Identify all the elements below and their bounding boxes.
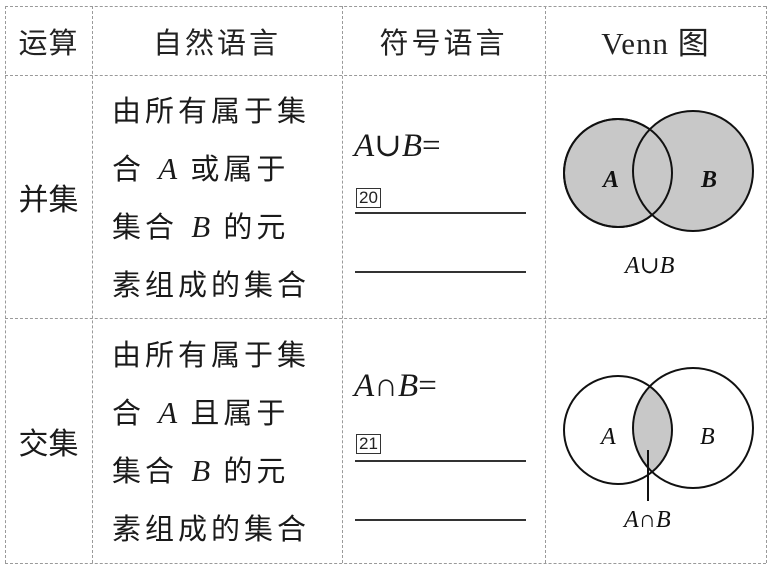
natural-language-intersection: 由所有属于集 合 A 且属于 集合 B 的元 素组成的集合 [92,326,342,563]
blank-number-badge: 20 [356,188,381,208]
table-border-bottom [5,563,766,564]
answer-blank-line[interactable] [355,519,526,521]
symbolic-union: A∪B= 20 [342,75,545,318]
answer-blank-line[interactable] [355,460,526,462]
intersection-expression: A∩B= [354,368,437,404]
natural-language-union: 由所有属于集 合 A 或属于 集合 B 的元 素组成的集合 [92,82,342,318]
answer-blank-line[interactable] [355,271,526,273]
venn-label-b: B [700,424,715,450]
operation-intersection: 交集 [18,426,79,462]
symbolic-intersection: A∩B= 21 [342,318,545,563]
header-natural-language: 自然语言 [152,25,281,60]
natural-line: 集合 B 的元 [112,453,290,488]
table-border-right [766,6,767,563]
venn-caption: A∪B [623,253,675,279]
column-divider-2 [342,6,343,563]
venn-union-diagram: A B A∪B [563,110,754,279]
header-symbolic-language: 符号语言 [379,25,508,60]
set-operations-table: 运算 自然语言 符号语言 Venn 图 并集 由所有属于集 合 A 或属于 集合… [5,6,767,564]
venn-union: A B A∪B [545,75,766,318]
header-venn-diagram: Venn 图 [601,26,710,61]
blank-number-badge: 21 [356,434,381,454]
header-operation: 运算 [18,25,79,60]
natural-line: 合 A 且属于 [112,395,290,430]
venn-label-b: B [700,167,717,193]
venn-intersection-diagram: A B A∩B [563,367,754,533]
table-border-top [5,6,766,7]
venn-intersection: A B A∩B [545,318,766,563]
column-divider-3 [545,6,546,563]
row-divider [5,318,766,319]
union-expression: A∪B= [354,128,441,164]
natural-line: 合 A 或属于 [112,151,290,186]
header-divider [5,75,766,76]
natural-line: 素组成的集合 [112,512,311,546]
natural-line: 集合 B 的元 [112,209,290,244]
natural-line: 素组成的集合 [112,268,311,302]
operation-union: 并集 [18,182,79,218]
venn-label-a: A [599,424,616,450]
venn-caption: A∩B [622,507,671,533]
table-border-left [5,6,6,563]
venn-label-a: A [601,167,619,193]
natural-line: 由所有属于集 [112,94,311,128]
column-divider-1 [92,6,93,563]
answer-blank-line[interactable] [355,212,526,214]
natural-line: 由所有属于集 [112,338,311,372]
